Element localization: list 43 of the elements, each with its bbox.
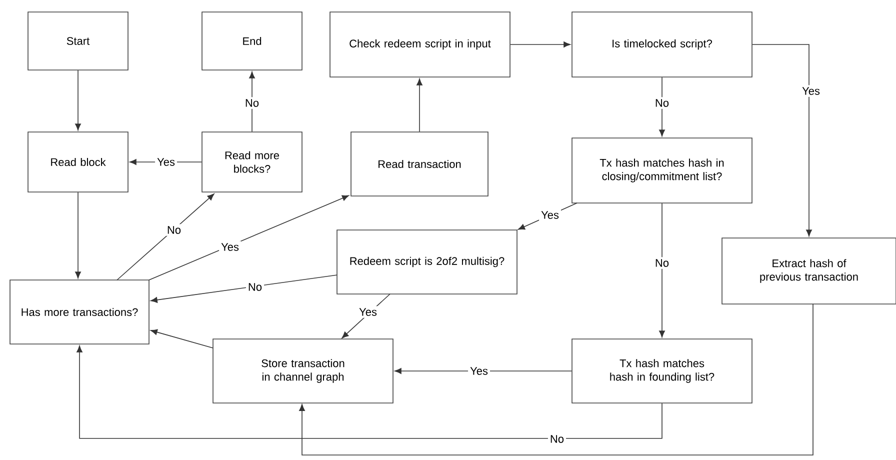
arrow [249, 72, 255, 132]
arrow [148, 195, 349, 280]
arrow [150, 329, 214, 348]
arrow [510, 42, 570, 48]
edge-label: Yes [219, 241, 241, 253]
arrow [752, 44, 812, 236]
arrow [75, 192, 81, 278]
edge-label: No [242, 97, 262, 109]
edge-label: Yes [800, 85, 822, 97]
arrow [75, 70, 81, 130]
edge-label: Yes [155, 156, 177, 168]
edge-label: Yes [468, 365, 490, 377]
edge-label: Yes [539, 209, 561, 221]
edge-label: No [164, 224, 184, 236]
process-box: Start [28, 12, 128, 70]
process-box: Store transaction in channel graph [212, 338, 394, 404]
arrow [518, 202, 578, 230]
arrow [116, 194, 214, 280]
arrow [130, 159, 202, 165]
arrow [394, 368, 572, 374]
process-box: Read transaction [350, 132, 488, 196]
edge-label: No [652, 257, 672, 269]
arrow [76, 346, 662, 439]
edge-label: Yes [357, 306, 379, 318]
arrow [342, 294, 390, 338]
process-box: End [202, 12, 302, 70]
arrow [659, 203, 665, 338]
arrow [150, 274, 338, 303]
arrow [659, 77, 665, 136]
process-box: Read more blocks? [202, 132, 302, 192]
process-box: Tx hash matches hash in closing/commitment list? [572, 138, 752, 204]
edge-label: No [548, 433, 566, 445]
process-box: Extract hash of previous transaction [722, 238, 896, 304]
edge-label: No [246, 281, 264, 293]
process-box: Has more transactions? [10, 280, 150, 344]
process-box: Tx hash matches hash in founding list? [572, 338, 752, 404]
edge-label: No [652, 97, 672, 109]
process-box: Redeem script is 2of2 multisig? [336, 230, 518, 294]
process-box: Read block [28, 132, 128, 192]
arrow [299, 304, 814, 456]
process-box: Check redeem script in input [330, 12, 510, 78]
process-box: Is timelocked script? [572, 12, 752, 78]
arrow [416, 78, 422, 132]
